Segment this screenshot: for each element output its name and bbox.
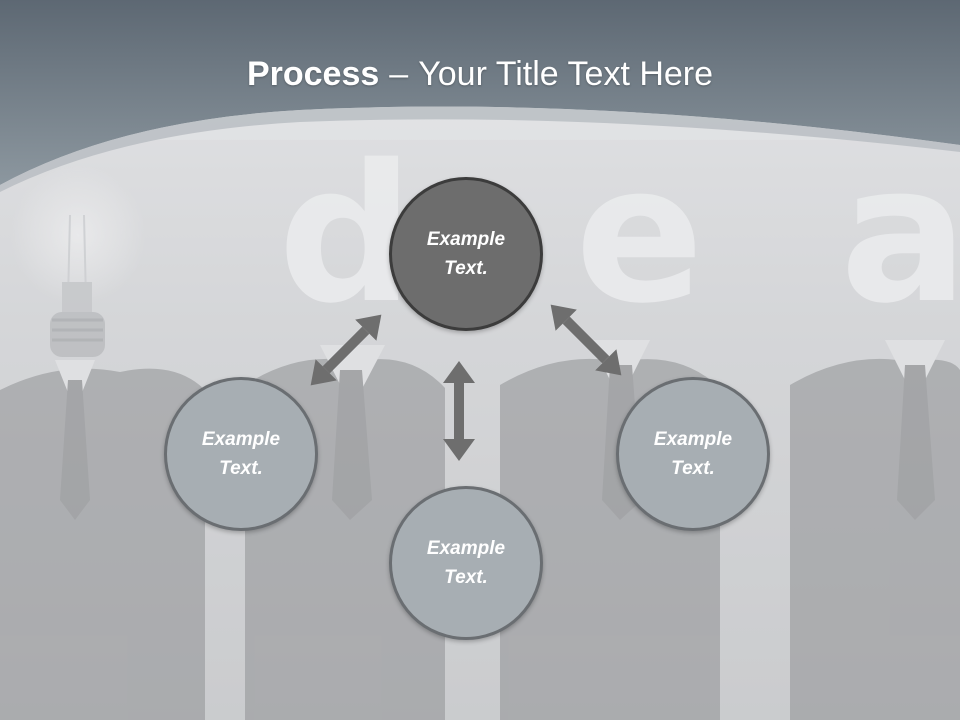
node-bottom-text: Example Text. <box>426 538 506 588</box>
node-center-text: Example Text. <box>426 229 506 279</box>
lightbulb-illustration <box>10 165 146 357</box>
node-left-text: Example Text. <box>201 429 281 479</box>
title-separator: – <box>389 55 409 93</box>
node-bottom: Example Text. <box>389 486 543 640</box>
bg-letter-e: e <box>575 124 704 345</box>
node-right: Example Text. <box>616 377 770 531</box>
bg-letter-a: a <box>840 124 960 345</box>
node-left: Example Text. <box>164 377 318 531</box>
node-center: Example Text. <box>389 177 543 331</box>
title-bold: Process <box>246 55 380 93</box>
node-right-text: Example Text. <box>653 429 733 479</box>
page-title: Process–Your Title Text Here <box>0 52 960 96</box>
title-rest: Your Title Text Here <box>418 55 714 93</box>
business-suits <box>0 340 960 720</box>
header-band <box>0 0 960 185</box>
